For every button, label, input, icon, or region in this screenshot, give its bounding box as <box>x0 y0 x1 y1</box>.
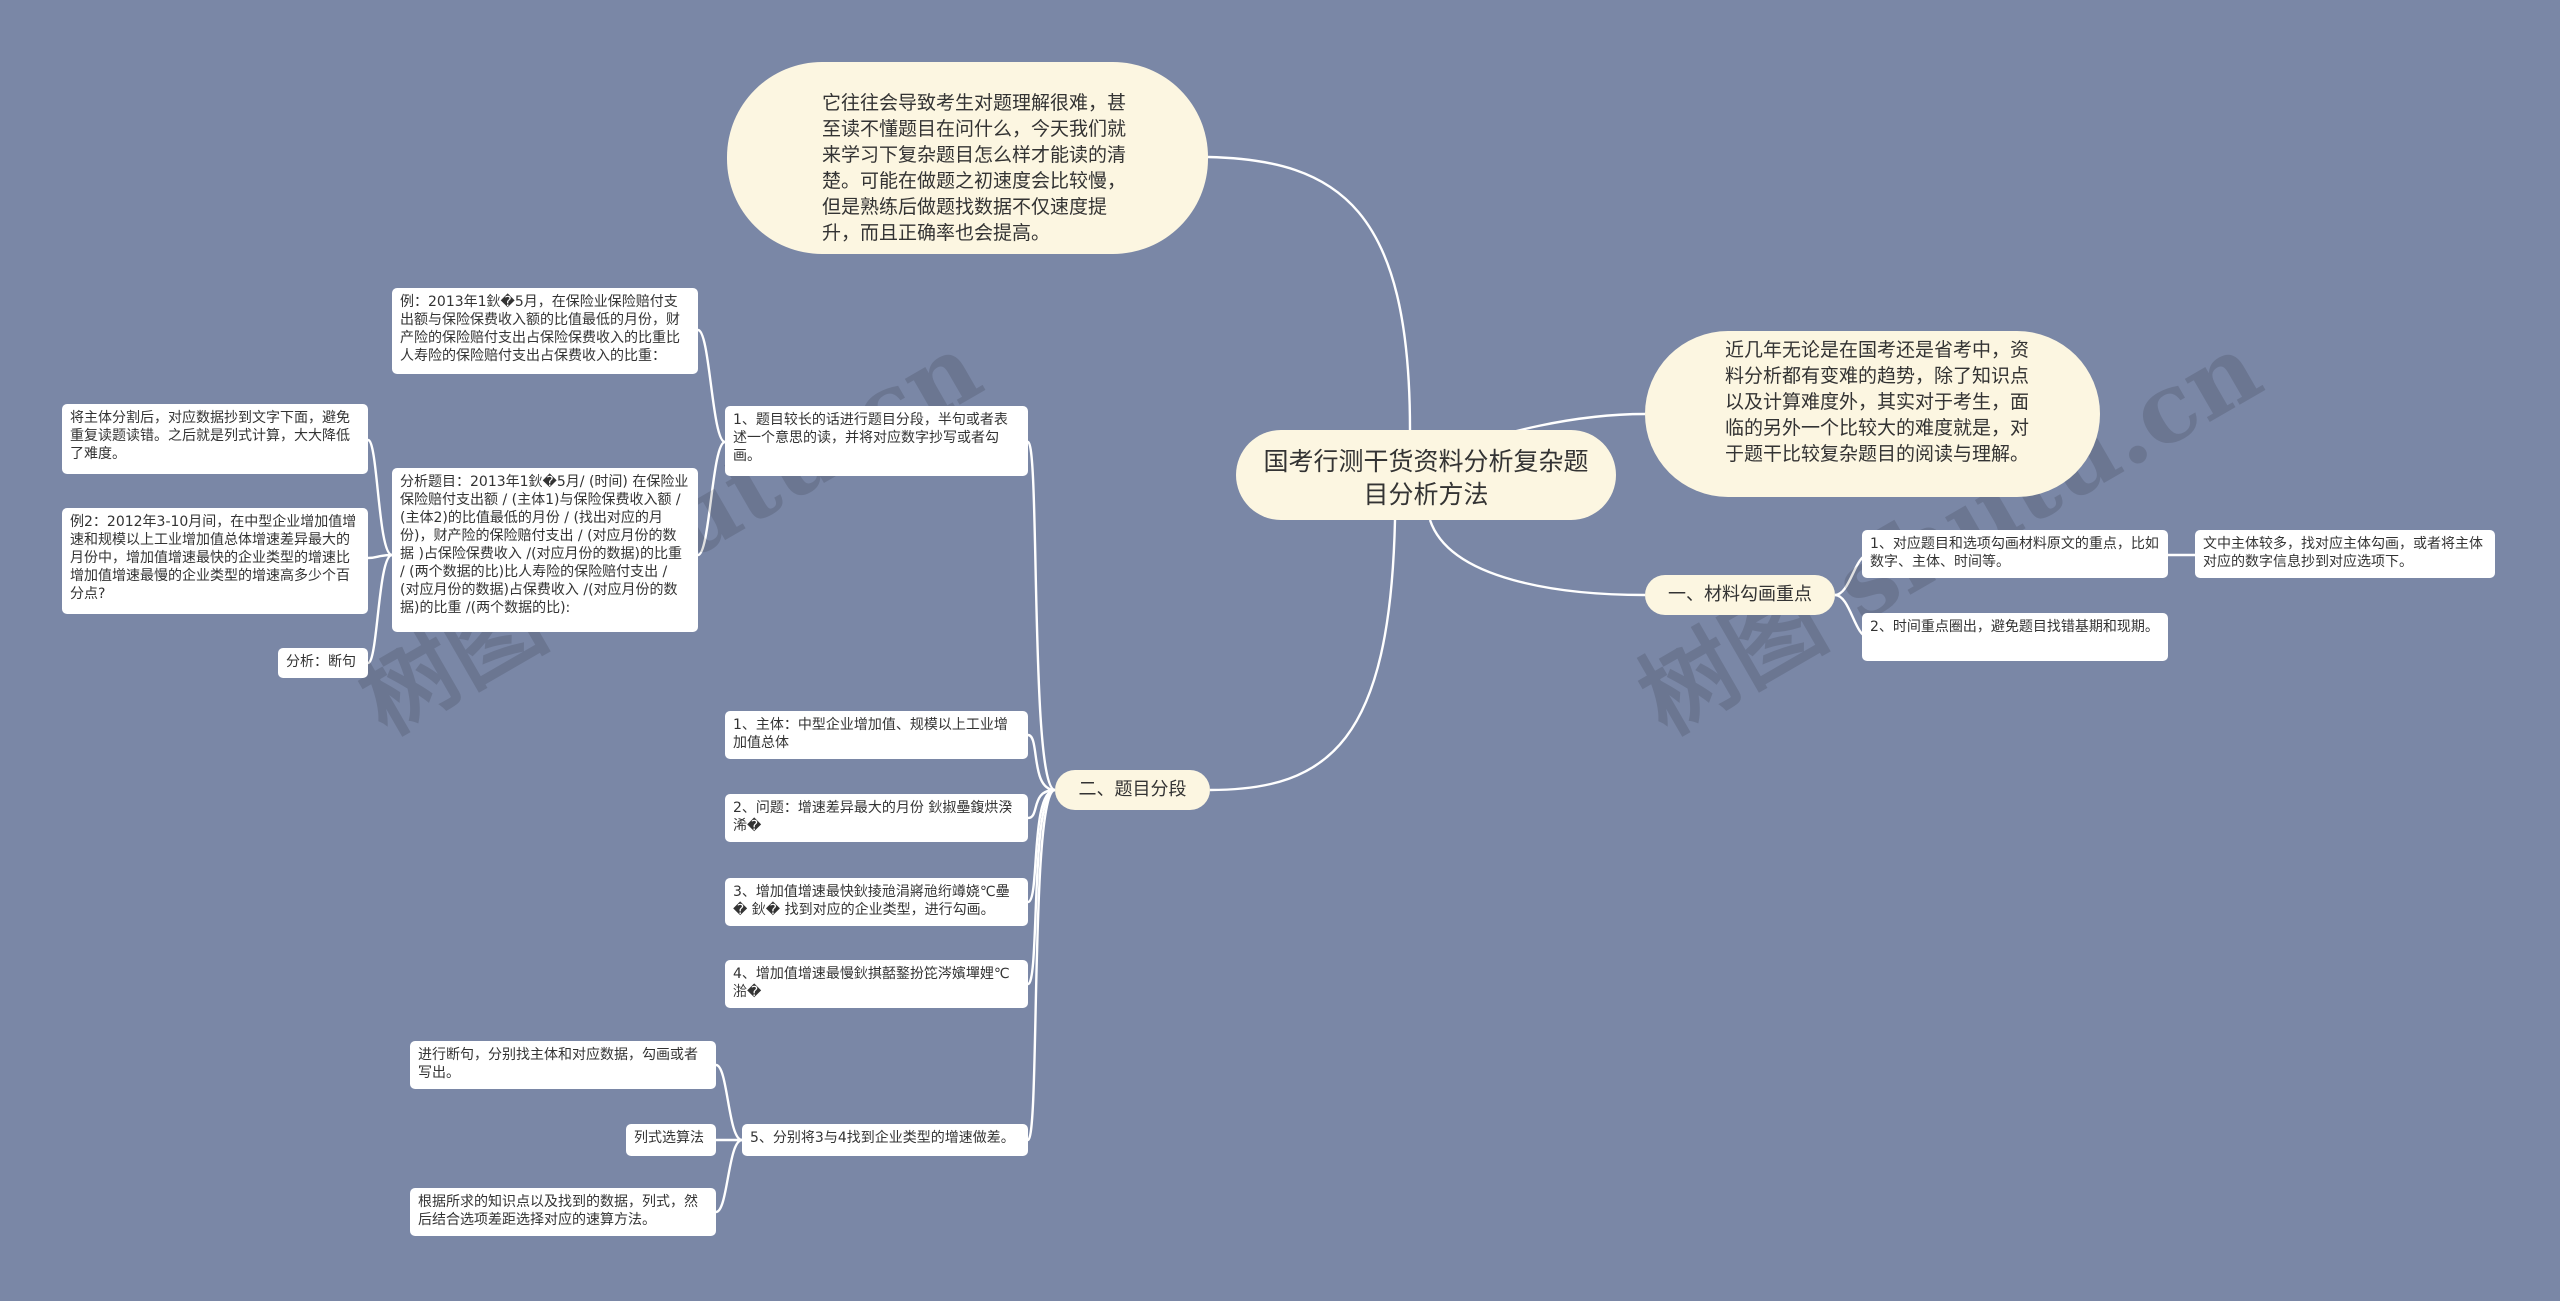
link-root-section-one <box>1428 519 1646 597</box>
analysis1-node[interactable]: 分析题目：2013年1鈥�5月/ (时间) 在保险业保险赔付支出额 / (主体1… <box>392 468 698 632</box>
link-analysis1-example2 <box>367 553 393 560</box>
link-s2-point2 <box>1027 788 1056 820</box>
section-one-item1-note[interactable]: 文中主体较多，找对应主体勾画，或者将主体对应的数字信息抄到对应选项下。 <box>2195 530 2495 578</box>
link-step1-example1 <box>696 328 726 444</box>
link-point5-child1 <box>715 1063 743 1142</box>
intro-right-bubble[interactable]: 近几年无论是在国考还是省考中，资料分析都有变难的趋势，除了知识点以及计算难度外，… <box>1645 331 2100 497</box>
root-node[interactable]: 国考行测干货资料分析复杂题目分析方法 <box>1236 430 1616 520</box>
point2-node[interactable]: 2、问题：增速差异最大的月份 鈥掓壘鍑烘湀浠� <box>725 794 1028 842</box>
point4-node[interactable]: 4、增加值增速最慢鈥掑嚭鐜扮笓涔嬪墠娌℃湁� <box>725 960 1028 1008</box>
link-analysis1-analysis-label <box>366 553 393 665</box>
point1-node[interactable]: 1、主体：中型企业增加值、规模以上工业增加值总体 <box>725 711 1028 759</box>
example1-node[interactable]: 例：2013年1鈥�5月，在保险业保险赔付支出额与保险保费收入额的比值最低的月份… <box>392 288 698 374</box>
link-root-section-two <box>1209 519 1397 792</box>
link-step1-analysis1 <box>696 440 726 557</box>
step1-node[interactable]: 1、题目较长的话进行题目分段，半句或者表述一个意思的读，并将对应数字抄写或者勾画… <box>725 406 1028 476</box>
section-one-node[interactable]: 一、材料勾画重点 <box>1645 575 1835 615</box>
section-one-item1[interactable]: 1、对应题目和选项勾画材料原文的重点，比如数字、主体、时间等。 <box>1862 530 2168 578</box>
intro-top-bubble[interactable]: 它往往会导致考生对题理解很难，甚至读不懂题目在问什么，今天我们就来学习下复杂题目… <box>727 62 1208 254</box>
point3-node[interactable]: 3、增加值增速最快鈥掕兘涓嶈兘绗竴娆℃壘� 鈥� 找到对应的企业类型，进行勾画。 <box>725 878 1028 926</box>
link-root-intro-top <box>1207 155 1412 431</box>
analysis-label-node[interactable]: 分析：断句 <box>278 648 368 678</box>
point5-child2[interactable]: 列式选算法 <box>626 1124 716 1156</box>
link-analysis1-tip1 <box>366 438 393 557</box>
link-s2-step1 <box>1026 440 1056 792</box>
link-s2-point5 <box>1026 788 1056 1142</box>
link-s2-point1 <box>1027 733 1056 792</box>
link-point5-child3 <box>715 1138 743 1214</box>
point5-node[interactable]: 5、分别将3与4找到企业类型的增速做差。 <box>742 1124 1028 1156</box>
link-s2-point3 <box>1026 788 1056 904</box>
section-two-node[interactable]: 二、题目分段 <box>1055 770 1210 810</box>
point5-child1[interactable]: 进行断句，分别找主体和对应数据，勾画或者写出。 <box>410 1041 716 1089</box>
section-one-item2[interactable]: 2、时间重点圈出，避免题目找错基期和现期。 <box>1862 613 2168 661</box>
point5-child3[interactable]: 根据所求的知识点以及找到的数据，列式，然后结合选项差距选择对应的速算方法。 <box>410 1188 716 1236</box>
link-s2-point4 <box>1026 788 1056 986</box>
tip1-node[interactable]: 将主体分割后，对应数据抄到文字下面，避免重复读题读错。之后就是列式计算，大大降低… <box>62 404 368 474</box>
example2-node[interactable]: 例2：2012年3-10月间，在中型企业增加值增速和规模以上工业增加值总体增速差… <box>62 508 368 614</box>
